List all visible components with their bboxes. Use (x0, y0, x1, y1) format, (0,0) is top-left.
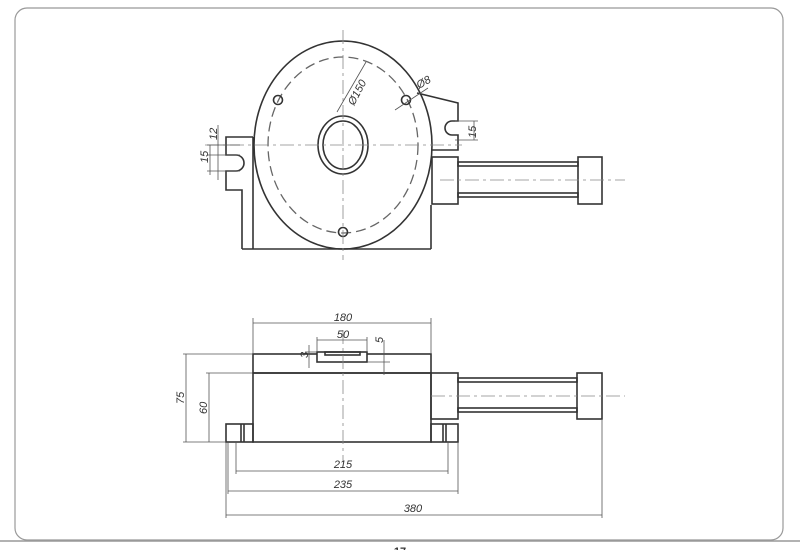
dim-slot-depth: 5 (374, 336, 386, 343)
dim-plate: 3 (299, 351, 311, 358)
leader-line (336, 61, 367, 113)
dim-left-slot-offset: 12 (208, 128, 220, 140)
end-cap (577, 156, 603, 205)
left-flange (225, 136, 253, 249)
cylinder-block (431, 156, 459, 205)
dim-bolt-circle: Ø150 (346, 77, 370, 108)
page-number: 17 (394, 546, 406, 550)
guide-rod (457, 161, 579, 167)
guide-rod (457, 407, 578, 413)
dim-base-width: 235 (333, 479, 353, 491)
top-view: 12 15 15 Ø150 Ø8 (199, 30, 625, 260)
dim-right-slot: 15 (467, 125, 479, 138)
dim-hole: Ø8 (414, 73, 434, 92)
guide-rod (457, 377, 578, 383)
housing-body (252, 372, 432, 443)
left-foot (225, 423, 254, 443)
slot-insert (324, 351, 361, 356)
dim-hole-spacing: 215 (333, 459, 353, 471)
dim-body-height: 60 (198, 401, 210, 414)
drawing-frame (14, 7, 784, 541)
right-flange (416, 92, 459, 151)
front-view: 180 50 5 3 75 60 215 235 380 (175, 312, 625, 518)
dim-total-height: 75 (175, 391, 187, 404)
leader-line (394, 87, 429, 111)
mounting-hole (272, 94, 284, 106)
dim-left-slot-width: 15 (199, 150, 211, 163)
dim-slot-width: 50 (337, 329, 350, 341)
dim-overall-length: 380 (404, 503, 423, 515)
dim-top-width: 180 (334, 312, 353, 324)
mounting-hole (400, 94, 412, 106)
right-foot (430, 423, 459, 443)
guide-rod (457, 192, 579, 198)
